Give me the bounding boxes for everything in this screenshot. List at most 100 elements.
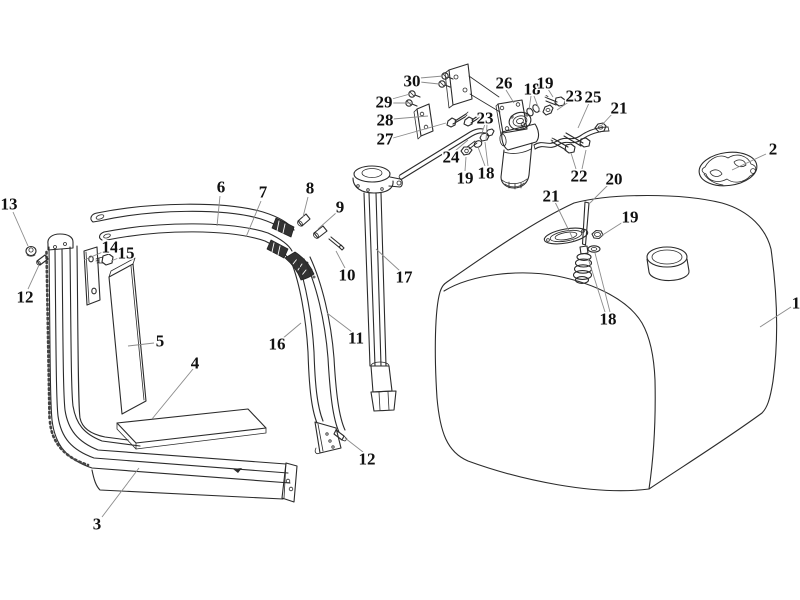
part-number-label: 17 <box>396 268 414 287</box>
part-number-label: 7 <box>259 183 268 202</box>
leader-line <box>594 252 611 313</box>
callout-28: 28 <box>375 109 429 131</box>
part-number-label: 18 <box>478 164 495 183</box>
leader-line <box>477 146 486 167</box>
callout-9: 9 <box>317 196 346 230</box>
spacer-9 <box>312 225 328 239</box>
callout-10: 10 <box>335 250 357 286</box>
bolt-19-top <box>544 95 566 107</box>
lower-strap-7 <box>99 223 293 259</box>
callout-30: 30 <box>402 70 444 92</box>
part-number-label: 14 <box>102 238 120 257</box>
part-number-label: 11 <box>348 329 364 348</box>
leader-line <box>302 196 309 218</box>
leader-line <box>581 149 587 170</box>
callout-6: 6 <box>215 176 227 227</box>
leader-line <box>419 75 444 79</box>
sender-flange-ring <box>543 227 589 245</box>
callout-1: 1 <box>759 292 800 328</box>
callout-2: 2 <box>731 138 779 171</box>
part-number-label: 27 <box>377 130 395 149</box>
leader-line <box>554 201 575 242</box>
callout-18: 18 <box>587 252 618 330</box>
part-number-label: 23 <box>477 109 494 128</box>
part-number-label: 29 <box>376 93 393 112</box>
leader-line <box>83 250 106 261</box>
leader-line <box>570 152 577 170</box>
part-number-label: 1 <box>792 294 800 313</box>
part-number-label: 6 <box>217 178 226 197</box>
side-strip-5 <box>108 257 147 415</box>
leader-line <box>485 123 488 142</box>
leader-line <box>392 115 429 120</box>
filter-head <box>499 111 540 151</box>
pipe-24 <box>398 128 486 180</box>
callout-7: 7 <box>245 181 269 238</box>
part-number-label: 15 <box>118 244 135 263</box>
part-number-label: 12 <box>17 288 34 307</box>
leader-line <box>556 100 571 111</box>
leader-line <box>375 248 401 272</box>
bracket-plate-upper <box>444 63 473 109</box>
leader-line <box>731 153 767 171</box>
fuel-sender-unit <box>352 165 403 412</box>
inner-strap-16 <box>290 258 324 424</box>
leader-line <box>326 312 353 333</box>
part-number-label: 20 <box>606 170 623 189</box>
leader-line <box>335 250 346 269</box>
plate-14 <box>83 246 101 306</box>
callout-3: 3 <box>91 467 140 535</box>
leader-line <box>600 112 614 127</box>
leader-line <box>533 95 541 113</box>
leader-line <box>454 139 469 152</box>
leader-line <box>110 256 122 262</box>
leader-line <box>391 93 411 100</box>
callout-27: 27 <box>375 122 447 150</box>
filler-neck <box>646 246 690 282</box>
leader-line <box>505 89 515 104</box>
part-number-label: 25 <box>585 88 602 107</box>
part-number-label: 21 <box>611 99 628 118</box>
callout-25: 25 <box>577 86 603 129</box>
leader-line <box>216 195 221 227</box>
callout-23: 23 <box>475 107 495 142</box>
callout-18: 18 <box>476 141 496 184</box>
callout-12: 12 <box>15 264 40 308</box>
callout-16: 16 <box>267 322 302 355</box>
callout-11: 11 <box>326 312 366 349</box>
filter-canister <box>500 142 533 190</box>
leader-line <box>281 322 302 340</box>
callout-17: 17 <box>375 248 415 288</box>
callout-19: 19 <box>455 156 475 189</box>
leader-line <box>344 437 364 453</box>
nut-23-right <box>542 104 554 116</box>
tank-fittings <box>572 229 604 284</box>
callout-19: 19 <box>535 72 555 98</box>
leader-line <box>464 156 467 172</box>
nut-21-right <box>594 122 607 133</box>
part-number-label: 23 <box>566 87 583 106</box>
nut-13 <box>25 245 37 257</box>
fuel-tank <box>434 194 778 492</box>
callout-20: 20 <box>589 168 624 204</box>
upper-strap-6 <box>90 203 295 238</box>
bolt-19-left <box>460 140 478 156</box>
leader-line <box>600 221 624 237</box>
mounting-frame <box>25 203 348 503</box>
part-number-label: 21 <box>543 187 560 206</box>
callout-23: 23 <box>556 85 584 111</box>
part-number-label: 8 <box>306 179 315 198</box>
part-number-label: 28 <box>377 111 394 130</box>
leader-line <box>317 212 337 230</box>
leader-line <box>528 95 532 111</box>
pin-10 <box>328 236 345 251</box>
part-number-label: 5 <box>156 332 165 351</box>
callout-5: 5 <box>127 330 166 352</box>
callout-15: 15 <box>110 242 136 264</box>
leader-line <box>392 122 447 139</box>
bottom-rail-3 <box>91 462 298 503</box>
outer-strap-11 <box>303 256 346 455</box>
callout-13: 13 <box>0 193 29 247</box>
part-number-label: 19 <box>537 74 554 93</box>
